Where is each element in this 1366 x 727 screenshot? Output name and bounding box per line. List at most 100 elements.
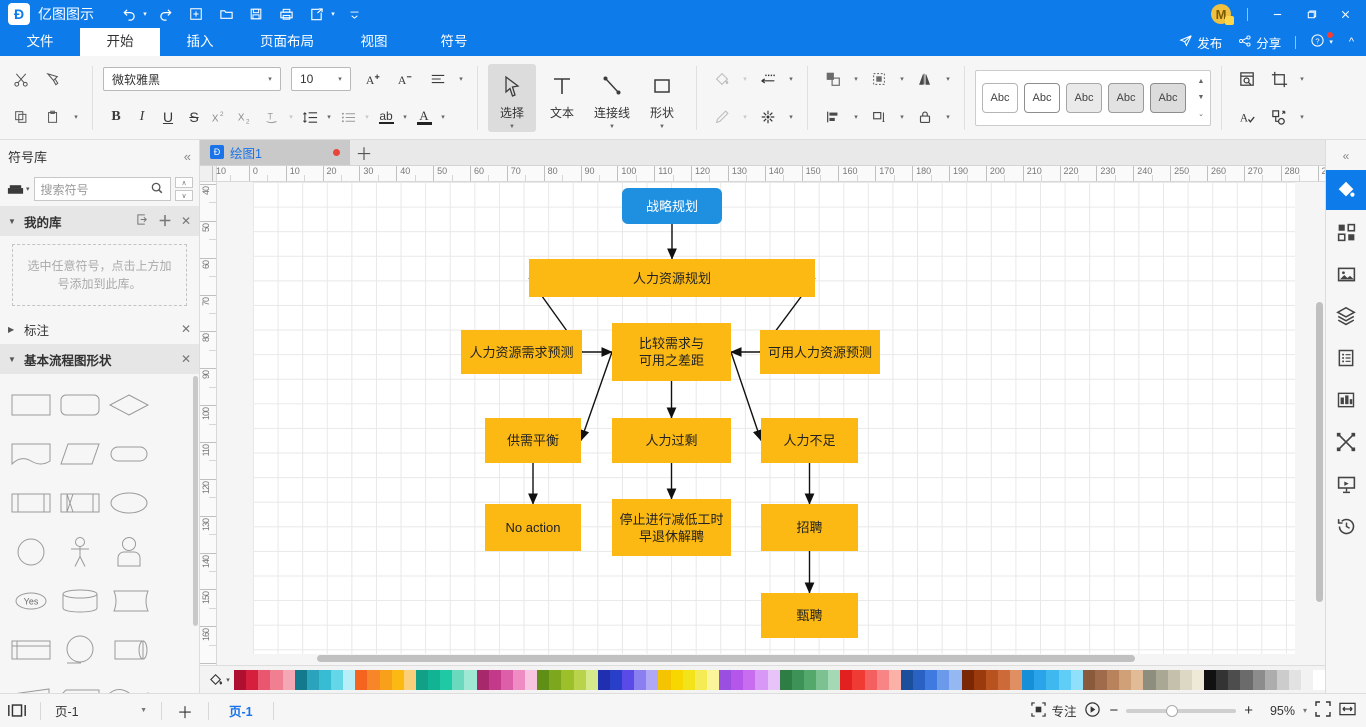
color-swatch[interactable] bbox=[682, 669, 695, 690]
publish-button[interactable]: 发布 bbox=[1171, 33, 1230, 52]
color-swatch[interactable] bbox=[1288, 669, 1301, 690]
play-icon[interactable] bbox=[1084, 701, 1101, 721]
diagram-node[interactable]: 招聘 bbox=[761, 504, 858, 551]
bold-icon[interactable]: B bbox=[111, 109, 121, 124]
color-swatch[interactable] bbox=[561, 669, 574, 690]
fill-caret[interactable]: ▾ bbox=[743, 76, 747, 83]
text-shadow-caret[interactable]: ▾ bbox=[289, 114, 293, 121]
fill-icon[interactable] bbox=[707, 64, 737, 94]
color-swatch[interactable] bbox=[294, 669, 307, 690]
lock-icon[interactable] bbox=[910, 102, 940, 132]
text-shadow-icon[interactable]: T bbox=[259, 104, 285, 130]
copy-icon[interactable] bbox=[6, 102, 36, 132]
color-swatch[interactable] bbox=[658, 669, 671, 690]
zoom-in-button[interactable]: + bbox=[1244, 702, 1253, 719]
color-swatch[interactable] bbox=[403, 669, 416, 690]
color-swatch[interactable] bbox=[1191, 669, 1204, 690]
distribute-caret[interactable]: ▾ bbox=[900, 114, 904, 121]
grid-apps-panel-button[interactable] bbox=[1326, 212, 1366, 252]
color-swatch[interactable] bbox=[367, 669, 380, 690]
history-panel-button[interactable] bbox=[1326, 506, 1366, 546]
color-swatch[interactable] bbox=[634, 669, 647, 690]
diagram-node[interactable]: 人力资源需求预测 bbox=[461, 330, 582, 374]
fit-width-icon[interactable] bbox=[1339, 701, 1356, 720]
tool-shape[interactable]: 形状 ▼ bbox=[638, 64, 686, 132]
color-swatch[interactable] bbox=[646, 669, 659, 690]
zoom-slider[interactable] bbox=[1126, 704, 1237, 717]
shape-circle[interactable] bbox=[6, 527, 55, 576]
group-icon[interactable] bbox=[818, 64, 848, 94]
collapse-ribbon-button[interactable]: ^ bbox=[1348, 36, 1354, 48]
color-swatch[interactable] bbox=[391, 669, 404, 690]
color-swatch[interactable] bbox=[997, 669, 1010, 690]
shape-rectangle[interactable] bbox=[6, 380, 55, 429]
diagram-node[interactable]: 战略规划 bbox=[622, 188, 722, 224]
color-swatch[interactable] bbox=[985, 669, 998, 690]
color-swatch[interactable] bbox=[816, 669, 829, 690]
shape-actor[interactable] bbox=[55, 527, 104, 576]
color-swatches[interactable] bbox=[234, 669, 1326, 690]
import-icon[interactable] bbox=[136, 213, 149, 229]
new-icon[interactable] bbox=[182, 2, 210, 26]
crop-caret[interactable]: ▾ bbox=[1300, 76, 1304, 83]
paste-dropdown-caret[interactable]: ▾ bbox=[74, 114, 78, 121]
color-swatch[interactable] bbox=[331, 669, 344, 690]
color-swatch[interactable] bbox=[537, 669, 550, 690]
tab-home[interactable]: 开始 bbox=[80, 28, 160, 56]
color-swatch[interactable] bbox=[597, 669, 610, 690]
color-swatch[interactable] bbox=[1058, 669, 1071, 690]
shape-wave[interactable] bbox=[104, 674, 153, 693]
layers-panel-button[interactable] bbox=[1326, 296, 1366, 336]
font-color-icon[interactable]: A bbox=[411, 104, 437, 130]
line-style-icon[interactable] bbox=[753, 64, 783, 94]
color-swatch[interactable] bbox=[719, 669, 732, 690]
diagram-node[interactable]: No action bbox=[485, 504, 581, 551]
add-icon[interactable]: ＋ bbox=[157, 213, 172, 229]
shrink-font-icon[interactable]: A bbox=[391, 64, 421, 94]
library-group-basic-flowchart[interactable]: ▼ 基本流程图形状 ✕ bbox=[0, 344, 199, 374]
diagram-node[interactable]: 人力不足 bbox=[761, 418, 858, 463]
color-swatch[interactable] bbox=[270, 669, 283, 690]
style-gallery[interactable]: Abc Abc Abc Abc Abc ▲ ▼ ⌄ bbox=[975, 70, 1211, 126]
color-swatch[interactable] bbox=[1107, 669, 1120, 690]
shape-predefined-process[interactable] bbox=[6, 478, 55, 527]
color-swatch[interactable] bbox=[379, 669, 392, 690]
page-tab-1[interactable]: 页-1 bbox=[229, 705, 253, 719]
shape-document[interactable] bbox=[6, 429, 55, 478]
color-swatch[interactable] bbox=[731, 669, 744, 690]
color-swatch[interactable] bbox=[937, 669, 950, 690]
color-swatch[interactable] bbox=[318, 669, 331, 690]
chart-data-panel-button[interactable] bbox=[1326, 380, 1366, 420]
tab-view[interactable]: 视图 bbox=[360, 34, 388, 49]
tab-file[interactable]: 文件 bbox=[26, 34, 54, 49]
canvas-vertical-scrollbar[interactable] bbox=[1316, 302, 1323, 602]
color-swatch[interactable] bbox=[779, 669, 792, 690]
shape-rounded-rectangle[interactable] bbox=[55, 380, 104, 429]
color-swatch[interactable] bbox=[876, 669, 889, 690]
color-swatch[interactable] bbox=[803, 669, 816, 690]
pen-caret[interactable]: ▾ bbox=[743, 114, 747, 121]
color-swatch[interactable] bbox=[1046, 669, 1059, 690]
style-swatch-5[interactable]: Abc bbox=[1150, 83, 1186, 113]
zoom-out-button[interactable]: − bbox=[1109, 702, 1119, 719]
export-icon[interactable] bbox=[302, 2, 330, 26]
order-caret[interactable]: ▾ bbox=[900, 76, 904, 83]
color-swatch[interactable] bbox=[246, 669, 259, 690]
print-icon[interactable] bbox=[272, 2, 300, 26]
focus-mode-button[interactable]: 专注 bbox=[1031, 701, 1076, 720]
color-swatch[interactable] bbox=[1204, 669, 1217, 690]
style-swatch-2[interactable]: Abc bbox=[1024, 83, 1060, 113]
color-swatch[interactable] bbox=[355, 669, 368, 690]
spellcheck-icon[interactable]: A bbox=[1232, 102, 1262, 132]
page-selector[interactable]: 页-1 ▼ bbox=[47, 701, 155, 720]
diagram-node[interactable]: 供需平衡 bbox=[485, 418, 581, 463]
fill-bucket-icon[interactable]: ▾ bbox=[204, 671, 234, 688]
gallery-more-icon[interactable]: ⌄ bbox=[1198, 111, 1204, 119]
color-swatch[interactable] bbox=[743, 669, 756, 690]
library-group-annotation[interactable]: ▶ 标注 ✕ bbox=[0, 314, 199, 344]
color-swatch[interactable] bbox=[755, 669, 768, 690]
color-swatch[interactable] bbox=[1143, 669, 1156, 690]
close-icon[interactable]: ✕ bbox=[180, 352, 191, 366]
